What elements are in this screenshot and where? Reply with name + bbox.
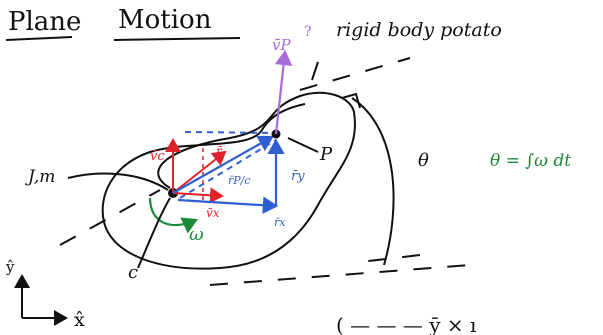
dashed-perspective-lines (59, 57, 471, 286)
label-vcx: v̄x (206, 206, 220, 220)
label-vc: v̄c (150, 149, 165, 164)
title-motion-underline (113, 37, 241, 41)
label-bottom-fragment: ( — — — ȳ × ı (336, 313, 476, 335)
omega-rotation-arrow (148, 197, 198, 234)
title-plane-underline (5, 36, 73, 41)
velocity-P-arrow (274, 49, 293, 135)
label-theta: θ (418, 150, 429, 171)
theta-arc-tip (341, 92, 361, 109)
label-omega: ω (189, 224, 204, 245)
label-ry: r̄y (291, 169, 305, 184)
label-P: P (319, 144, 333, 165)
label-rx: r̄x (274, 216, 286, 229)
label-vp: v̄P (272, 36, 291, 54)
label-vp-question: ? (304, 24, 312, 40)
label-c: c (128, 262, 138, 283)
xy-axes (14, 274, 68, 326)
label-x-axis: x̂ (74, 309, 85, 331)
label-theta-equation: θ = ∫ω dt (490, 151, 571, 171)
red-velocity-vectors (165, 138, 227, 204)
label-J-m: J,m (25, 167, 55, 187)
blue-position-vectors (172, 135, 285, 214)
rigid-body-potato-outline (101, 91, 356, 270)
title-motion: Motion (118, 5, 212, 35)
theta-arc (351, 97, 395, 266)
label-y-axis: ŷ (5, 258, 15, 276)
leader-lines (67, 61, 319, 269)
label-r-p-over-c: r̄P/c (228, 174, 251, 187)
title-plane: Plane (8, 7, 81, 37)
label-rigid-body-potato: rigid body potato (336, 19, 502, 41)
label-r-vector: r̄ (216, 144, 223, 158)
